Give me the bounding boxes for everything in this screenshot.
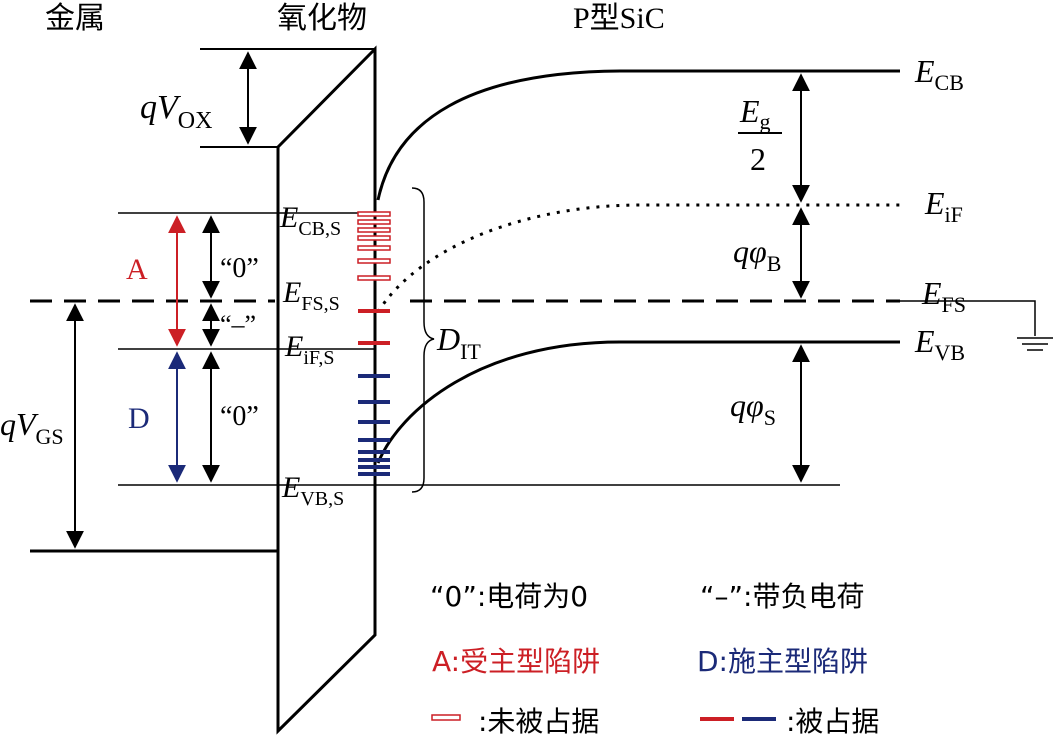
eifs-label: EiF,S xyxy=(284,330,335,369)
intrinsic-level xyxy=(376,203,900,313)
dit-brace xyxy=(411,187,435,493)
dit-label: DIT xyxy=(436,321,481,364)
efss-label: EFS,S xyxy=(282,276,340,315)
oxide-barrier xyxy=(276,45,377,735)
legend-neg-charge: “–”:带负电荷 xyxy=(700,580,864,613)
legend-zero-charge: “0”:电荷为0 xyxy=(430,580,588,613)
zero-lower-label: “0” xyxy=(220,401,259,432)
valence-band xyxy=(376,340,900,464)
eg-numerator: Eg xyxy=(739,93,771,134)
semiconductor-heading: P型SiC xyxy=(573,2,665,35)
legend-acceptor: A:受主型陷阱 xyxy=(432,645,600,678)
qphis-label: qφS xyxy=(730,387,776,430)
conduction-band xyxy=(376,69,900,201)
qphib-label: qφB xyxy=(733,233,781,276)
acceptor-label: A xyxy=(126,253,148,286)
evbs-label: EVB,S xyxy=(281,471,344,510)
ecbs-label: ECB,S xyxy=(279,201,341,240)
qvox-label: qVOX xyxy=(140,89,212,134)
ground-wire xyxy=(900,300,1036,336)
unoccupied-acceptor-traps xyxy=(357,211,391,281)
legend-occupied: :被占据 xyxy=(786,705,879,737)
metal-heading: 金属 xyxy=(45,1,105,36)
oxide-heading: 氧化物 xyxy=(277,1,367,36)
qvgs-label: qVGS xyxy=(0,406,64,449)
ground-icon xyxy=(1017,337,1053,351)
efs-label: EFS xyxy=(921,275,966,317)
legend-unoccupied-swatch xyxy=(431,714,461,721)
ecb-label: ECB xyxy=(914,53,964,95)
legend-donor: D:施主型陷阱 xyxy=(697,645,868,678)
occupied-acceptor-traps xyxy=(358,309,390,345)
eg-denominator: 2 xyxy=(750,141,766,177)
eif-label: EiF xyxy=(924,185,963,227)
occupied-donor-traps xyxy=(358,374,390,476)
zero-upper-label: “0” xyxy=(220,253,259,284)
legend-unoccupied: :未被占据 xyxy=(478,705,599,737)
evb-label: EVB xyxy=(914,323,965,365)
donor-label: D xyxy=(128,402,150,435)
minus-label: “–” xyxy=(220,310,256,339)
